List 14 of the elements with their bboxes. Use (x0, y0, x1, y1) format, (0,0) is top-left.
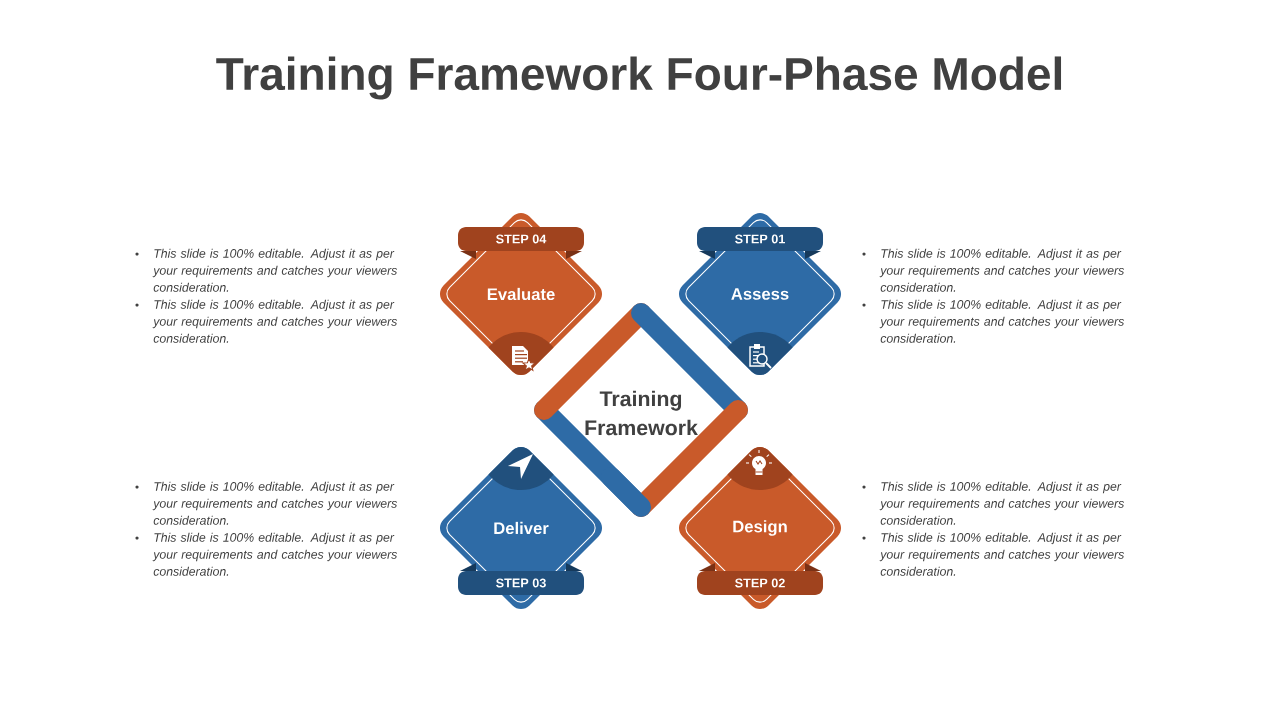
step-tag: STEP 01 (697, 227, 823, 259)
bullet-text: This slide is 100% editable. Adjust it as per your requirements and catches your viewers consideration. (152, 532, 398, 576)
step-tag: STEP 04 (458, 227, 584, 259)
bullet-text: This slide is 100% editable. Adjust it as per your requirements and catches your viewers consideration. (152, 248, 398, 292)
step-tag: STEP 03 (458, 563, 584, 595)
title: Training Framework Four-Phase Model (216, 56, 1062, 100)
bullet-text: This slide is 100% editable. Adjust it as per your requirements and catches your viewers consideration. (879, 481, 1125, 525)
bullet-text: This slide is 100% editable. Adjust it as per your requirements and catches your viewers consideration. (152, 481, 398, 525)
bullet-text: This slide is 100% editable. Adjust it as per your requirements and catches your viewers consideration. (879, 299, 1125, 343)
step-tag: STEP 02 (697, 563, 823, 595)
bullet-text: This slide is 100% editable. Adjust it as per your requirements and catches your viewers consideration. (879, 248, 1125, 292)
diamond-frame: Training Framework (534, 303, 748, 517)
bullet-text: This slide is 100% editable. Adjust it as per your requirements and catches your viewers consideration. (879, 532, 1125, 576)
bullet-text: This slide is 100% editable. Adjust it as per your requirements and catches your viewers consideration. (152, 299, 398, 343)
